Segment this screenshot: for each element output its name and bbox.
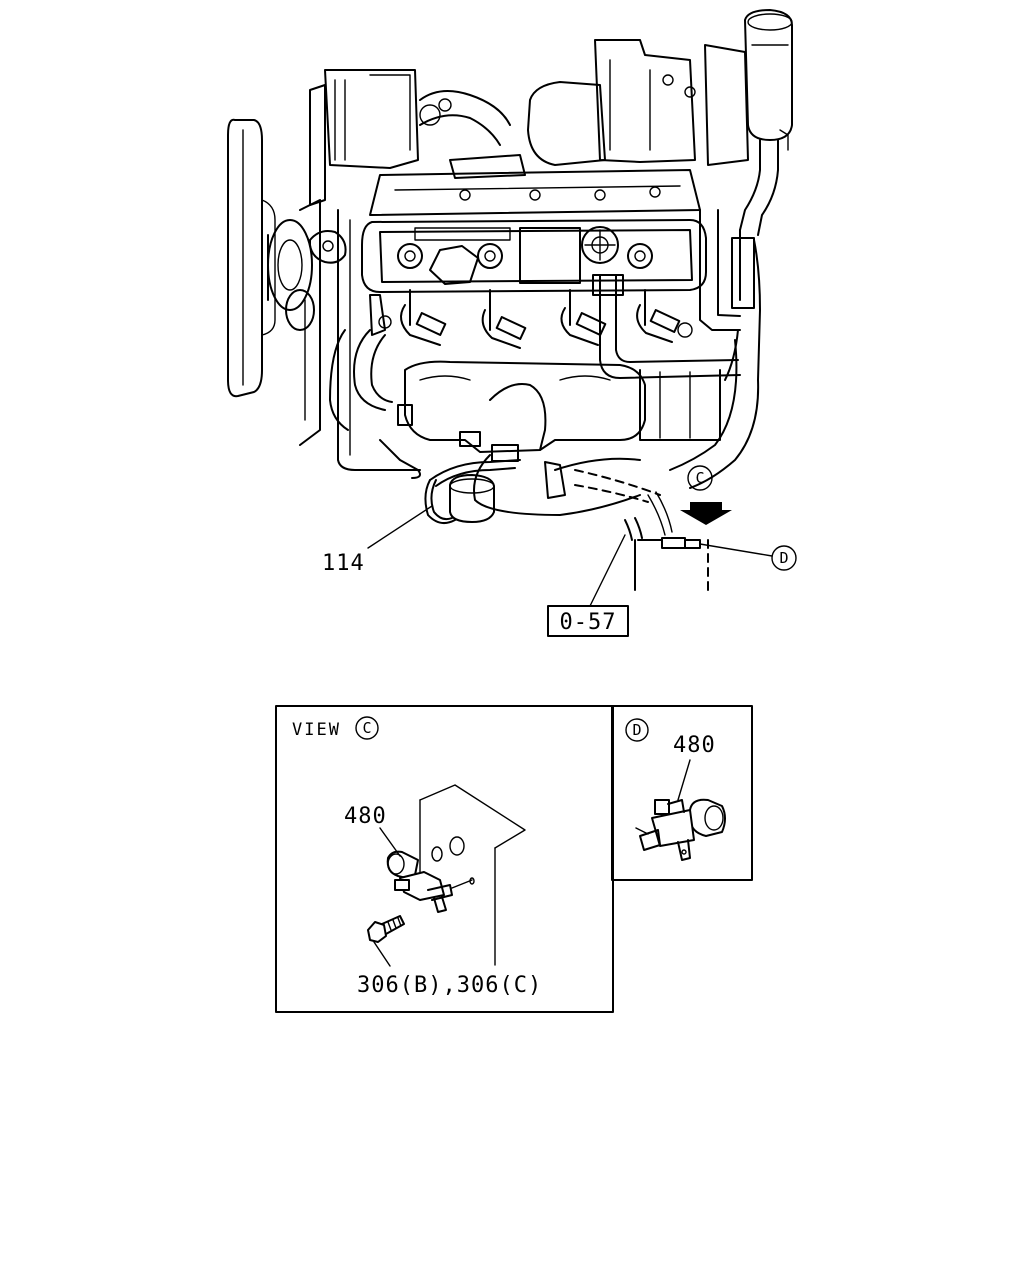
valve-cover (361, 219, 707, 293)
callout-c-marker: C (687, 465, 713, 491)
view-arrow (680, 502, 732, 525)
ref-box-callout: 0-57 (547, 534, 629, 637)
vacuum-canister (424, 431, 521, 525)
engine-fan (227, 118, 276, 398)
fuel-injectors (378, 289, 693, 349)
exhaust-manifold (353, 329, 646, 479)
view-c-bolt (367, 915, 405, 943)
exhaust-pipe (473, 339, 760, 516)
view-c-label-480: 480 (344, 804, 387, 829)
view-c-title-letter: C (362, 719, 371, 737)
view-d-panel: D 480 (611, 705, 753, 881)
view-d-480-callout: 480 (673, 733, 716, 801)
turbocharger (527, 9, 793, 236)
view-d-solenoid-valve (635, 798, 726, 861)
view-c-panel: VIEW C (275, 705, 614, 1013)
right-pipes (592, 209, 761, 381)
view-c-306-callout: 306(B),306(C) (357, 941, 542, 998)
mounting-bracket (634, 537, 709, 591)
engine-assembly (227, 9, 793, 591)
harness-wire (624, 491, 673, 541)
callout-d-letter: D (779, 549, 788, 567)
view-c-bracket (419, 784, 526, 966)
view-c-title-text: VIEW (292, 720, 341, 740)
view-c-label-306: 306(B),306(C) (357, 973, 542, 998)
engine-block (309, 209, 721, 471)
callout-c-letter: C (695, 469, 704, 487)
view-d-label-480: 480 (673, 733, 716, 758)
view-c-solenoid-valve (386, 850, 475, 913)
view-c-480-callout: 480 (344, 804, 401, 857)
view-d-title-letter: D (632, 721, 641, 739)
intake-manifold (369, 154, 701, 216)
label-114: 114 (322, 551, 365, 576)
view-c-title: VIEW C (292, 716, 379, 740)
view-d-title: D (625, 718, 649, 742)
callout-d-marker: D (699, 543, 797, 571)
alternator (309, 69, 511, 206)
ref-box-label: 0-57 (560, 610, 617, 635)
part-114-callout: 114 (322, 505, 433, 576)
